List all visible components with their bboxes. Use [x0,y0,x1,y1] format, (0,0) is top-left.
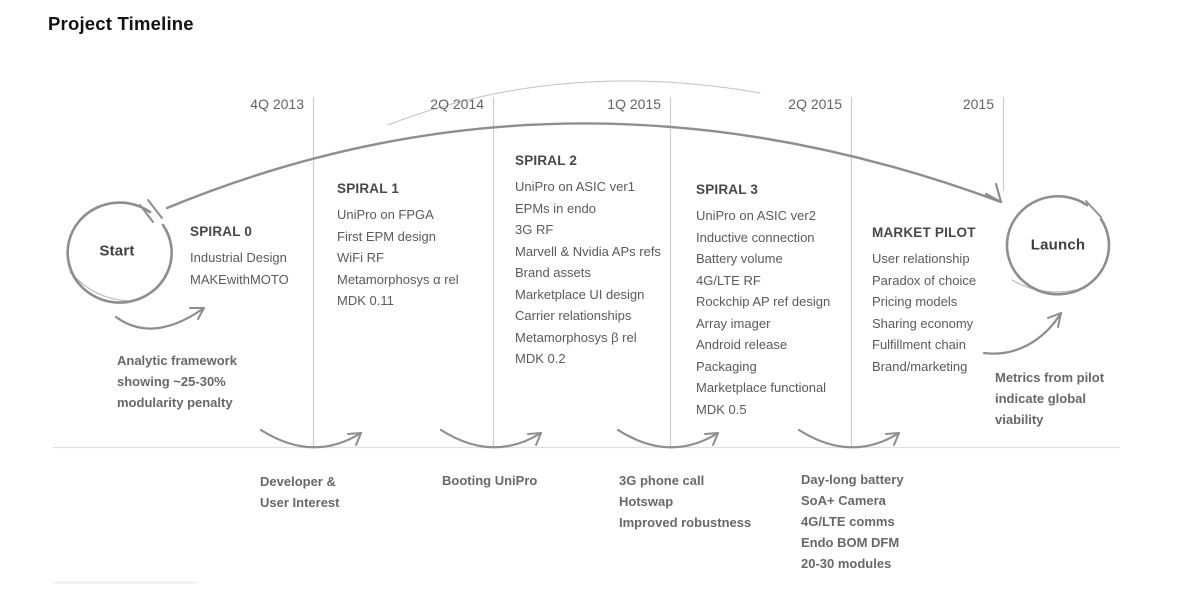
column-spiral-2: SPIRAL 2 UniPro on ASIC ver1 EPMs in end… [515,150,661,370]
phone-call-arrow-icon [616,428,720,449]
note-battery: Day-long battery SoA+ Camera 4G/LTE comm… [801,469,904,574]
column-heading: SPIRAL 2 [515,153,578,168]
column-heading: SPIRAL 3 [696,182,759,197]
launch-circle-icon [1005,194,1111,296]
note-line: User Interest [260,495,340,510]
column-item: Pricing models [872,294,958,309]
note-line: 4G/LTE comms [801,514,895,529]
column-item: Fulfillment chain [872,337,966,352]
column-item: MDK 0.5 [696,401,747,417]
column-item: Marketplace UI design [515,286,645,302]
column-item: Brand/marketing [872,358,968,374]
column-item: MAKEwithMOTO [190,271,289,287]
column-item: Battery volume [696,251,783,266]
note-developer-interest: Developer & User Interest [260,471,339,513]
column-item: User relationship [872,251,970,266]
note-line: Analytic framework [117,353,237,368]
column-item: Marketplace functional [696,380,827,395]
note-line: Day-long battery [801,472,904,487]
timeline-date: 2015 [962,96,994,112]
note-line: Metrics from pilot [995,370,1105,385]
page-title: Project Timeline [48,13,194,34]
column-item: Marvell & Nvidia APs refs [515,243,661,259]
metrics-arrow-icon [982,311,1063,355]
column-heading: MARKET PILOT [872,225,976,240]
column-item: Industrial Design [190,250,287,265]
start-circle-icon [66,199,173,304]
column-item: Paradox of choice [872,272,977,288]
launch-node-label: Launch [1030,236,1086,254]
note-line: Booting UniPro [442,473,538,488]
timeline-date: 4Q 2013 [250,96,304,112]
note-metrics: Metrics from pilot indicate global viabi… [995,367,1104,430]
note-phone-call: 3G phone call Hotswap Improved robustnes… [619,470,751,533]
note-line: 20-30 modules [801,556,892,571]
column-spiral-3: SPIRAL 3 UniPro on ASIC ver2 Inductive c… [696,179,830,420]
column-item: UniPro on ASIC ver2 [696,208,816,223]
note-line: SoA+ Camera [801,493,886,508]
column-spiral-1: SPIRAL 1 UniPro on FPGA First EPM design… [337,178,459,312]
column-item: Packaging [696,358,757,374]
column-item: Carrier relationships [515,308,632,323]
start-to-launch-arrow-icon [165,80,1003,210]
column-item: MDK 0.2 [515,351,566,366]
column-item: Array imager [696,315,771,331]
column-heading: SPIRAL 1 [337,181,400,196]
column-item: UniPro on ASIC ver1 [515,179,635,194]
note-line: Developer & [260,474,336,489]
timeline-date: 2Q 2015 [788,96,842,112]
column-item: UniPro on FPGA [337,207,434,222]
note-line: showing ~25-30% [117,374,226,389]
booting-unipro-arrow-icon [439,428,543,449]
column-item: 4G/LTE RF [696,272,761,288]
column-heading: SPIRAL 0 [190,224,253,239]
note-line: 3G phone call [619,473,705,488]
column-item: EPMs in endo [515,200,596,216]
column-item: Inductive connection [696,229,815,245]
timeline-date: 2Q 2014 [430,96,484,112]
column-item: WiFi RF [337,250,384,265]
column-item: Rockchip AP ref design [696,294,831,309]
note-line: viability [995,412,1044,427]
note-line: Hotswap [619,494,674,509]
note-line: Improved robustness [619,515,752,530]
column-item: Brand assets [515,265,591,280]
note-line: indicate global [995,391,1087,406]
note-line: Endo BOM DFM [801,535,900,550]
note-line: modularity penalty [117,395,233,410]
note-booting-unipro: Booting UniPro [442,470,537,491]
start-node-label: Start [99,242,135,260]
column-item: Android release [696,337,788,352]
column-spiral-0: SPIRAL 0 Industrial Design MAKEwithMOTO [190,221,289,290]
column-item: First EPM design [337,228,436,244]
column-item: MDK 0.11 [337,293,394,308]
column-item: 3G RF [515,222,554,237]
timeline-date: 1Q 2015 [607,96,661,112]
column-item: Metamorphosys β rel [515,329,637,345]
battery-arrow-icon [797,428,901,449]
note-analytic-framework: Analytic framework showing ~25-30% modul… [117,350,237,413]
column-item: Sharing economy [872,315,974,331]
analytic-framework-arrow-icon [114,306,206,330]
column-item: Metamorphosys α rel [337,271,459,287]
column-market-pilot: MARKET PILOT User relationship Paradox o… [872,222,976,377]
developer-interest-arrow-icon [259,428,363,449]
